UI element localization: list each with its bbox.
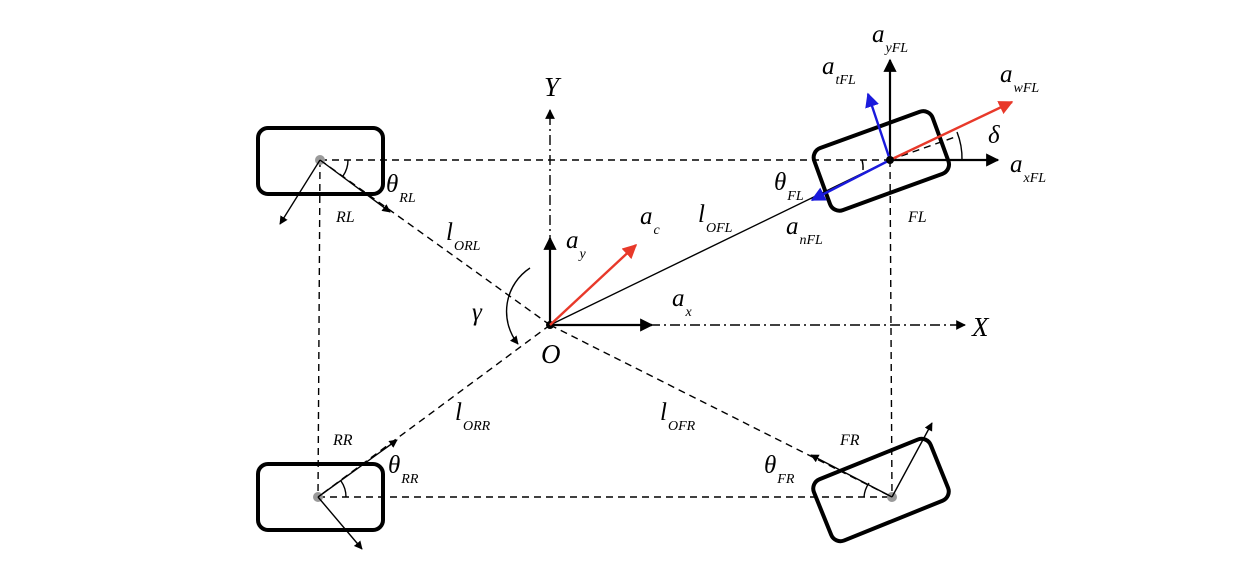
- y-axis-label: Y: [544, 72, 562, 102]
- wheel-front-left: [810, 58, 1014, 213]
- wheel-front-right: [810, 422, 951, 544]
- lOFR-label: lOFR: [660, 399, 696, 434]
- anFL-label: anFL: [786, 213, 823, 248]
- yaw-arc: [505, 267, 531, 345]
- wheel-distance-lines: [317, 159, 893, 498]
- wheel-rear-left: [256, 126, 391, 225]
- wheel-label-rr: RR: [332, 432, 353, 449]
- x-axis-label: X: [971, 312, 990, 342]
- ax-label: ax: [672, 285, 693, 320]
- atFL-label: atFL: [822, 53, 856, 88]
- vehicle-outline: [317, 159, 893, 498]
- theta-rl-label: θRL: [386, 171, 416, 206]
- lORR-label: lORR: [455, 399, 491, 434]
- wheel-label-fl: FL: [907, 209, 927, 226]
- steer-angle-label: δ: [988, 122, 1000, 149]
- axFL-label: axFL: [1010, 151, 1046, 186]
- wheel-rear-right: [256, 439, 398, 550]
- ayFL-label: ayFL: [872, 21, 908, 56]
- ac-label: ac: [640, 203, 661, 238]
- lOFL-label: lOFL: [698, 201, 733, 236]
- lORL-label: lORL: [446, 219, 481, 254]
- theta-fl-label: θFL: [774, 169, 804, 204]
- global-axes: [545, 109, 966, 330]
- awFL-label: awFL: [1000, 61, 1039, 96]
- ay-label: ay: [566, 227, 587, 262]
- theta-rr-label: θRR: [388, 452, 419, 487]
- wheel-label-rl: RL: [335, 209, 355, 226]
- yaw-angle-label: γ: [472, 299, 483, 326]
- ac-arrow: [549, 244, 638, 326]
- theta-fr-label: θFR: [764, 452, 795, 487]
- wheel-label-fr: FR: [839, 432, 860, 449]
- origin-label: O: [541, 339, 561, 369]
